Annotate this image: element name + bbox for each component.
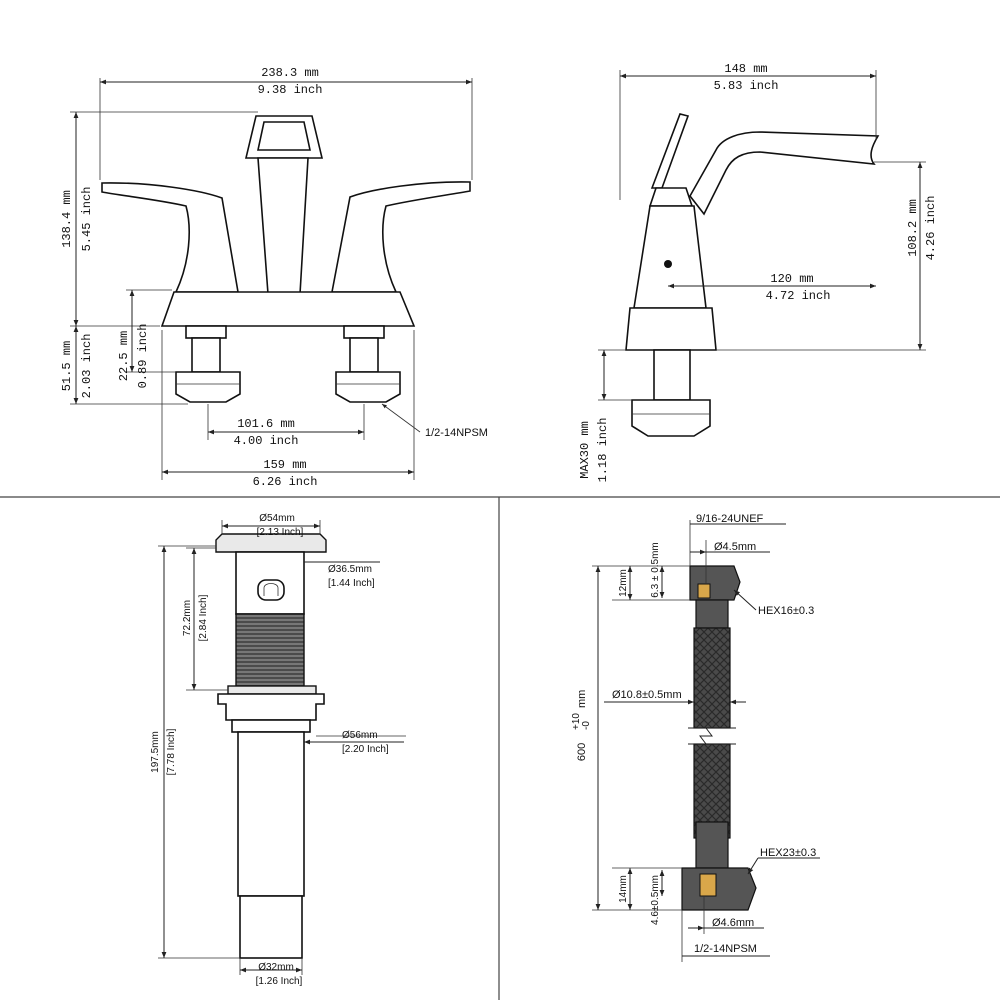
drain-dimensions: Ø54mm [2.13 Inch] Ø36.5mm [1.44 Inch] 72… xyxy=(150,513,406,987)
flange-dia-label: Ø56mm xyxy=(342,730,378,741)
top-thread-label: 9/16-24UNEF xyxy=(696,513,764,525)
side-view-dimensions: 148 mm 5.83 inch 108.2 mm 4.26 inch 120 … xyxy=(578,62,938,482)
max-deck-mm-label: MAX30 mm xyxy=(578,421,592,479)
side-handle-lever xyxy=(650,113,690,189)
left-handle xyxy=(101,182,239,293)
hose-length-label: 600 xyxy=(576,743,588,761)
depth-mm-label: 148 mm xyxy=(724,62,767,76)
right-shank-collar xyxy=(343,325,385,339)
hose-break-symbol xyxy=(699,727,713,745)
supply-hose xyxy=(681,565,757,911)
drain-flange-nut xyxy=(217,693,325,721)
left-shank xyxy=(191,337,221,373)
body-dia-label: Ø36.5mm xyxy=(328,564,372,575)
bottom-hex-nut xyxy=(681,867,757,911)
cap-dia-label: Ø54mm xyxy=(259,513,295,524)
side-shank xyxy=(653,349,691,401)
bottom-ferrule xyxy=(695,821,729,869)
flange-dia-in-label: [2.20 Inch] xyxy=(342,744,389,755)
reach-mm-label: 120 mm xyxy=(770,272,813,286)
spout-height-mm-label: 108.2 mm xyxy=(906,199,920,257)
side-set-screw xyxy=(664,260,672,268)
tail-dia-in-label: [1.26 Inch] xyxy=(256,976,303,987)
side-spout xyxy=(689,131,880,216)
bottom-bore-label: Ø4.6mm xyxy=(712,917,754,929)
right-handle xyxy=(331,181,471,293)
base-in-label: 6.26 inch xyxy=(253,475,318,489)
bottom-thread-label: 1/2-14NPSM xyxy=(694,943,757,955)
shank-in-label: 2.03 inch xyxy=(80,334,94,399)
drain-lock-ring xyxy=(231,719,311,733)
spout-outlet xyxy=(257,121,311,151)
spout-height-in-label: 4.26 inch xyxy=(924,196,938,261)
body-dia-in-label: [1.44 Inch] xyxy=(328,578,375,589)
side-deck-plate xyxy=(625,307,717,351)
center-mm-label: 101.6 mm xyxy=(237,417,295,431)
top-bore-label: Ø4.5mm xyxy=(714,541,756,553)
drain-tail-end xyxy=(239,895,303,959)
top-ferrule xyxy=(695,599,729,629)
front-view-faucet xyxy=(101,115,471,403)
total-length-label: 197.5mm xyxy=(150,731,161,773)
thread-label: 1/2-14NPSM xyxy=(425,427,488,439)
center-in-label: 4.00 inch xyxy=(234,434,299,448)
drain-assembly xyxy=(215,533,327,959)
base-mm-label: 159 mm xyxy=(263,458,306,472)
upper-length-in-label: [2.84 Inch] xyxy=(198,594,209,641)
drain-washer xyxy=(227,685,317,695)
hose-upper-section xyxy=(693,627,731,729)
max-deck-in-label: 1.18 inch xyxy=(596,418,610,483)
right-nut xyxy=(335,371,401,403)
drain-threaded-body xyxy=(235,613,305,687)
hose-dia-label: Ø10.8±0.5mm xyxy=(612,689,682,701)
bottom-hex-label: HEX23±0.3 xyxy=(760,847,816,859)
hose-break-lines xyxy=(688,727,736,745)
cap-dia-in-label: [2.13 Inch] xyxy=(257,527,304,538)
bottom-fitting-insert xyxy=(699,873,717,897)
total-length-in-label: [7.78 Inch] xyxy=(166,728,177,775)
height-in-label: 5.45 inch xyxy=(80,187,94,252)
deck-plate xyxy=(160,291,416,327)
side-body xyxy=(633,205,707,309)
hose-length-label-group: 600 +10 -0 mm xyxy=(571,690,592,762)
tail-dia-label: Ø32mm xyxy=(258,962,294,973)
shank-short-in-label: 0.89 inch xyxy=(136,324,150,389)
shank-short-mm-label: 22.5 mm xyxy=(117,331,131,381)
spout-body xyxy=(257,157,309,295)
width-mm-label: 238.3 mm xyxy=(261,66,319,80)
top-nut-length-label: 12mm xyxy=(618,569,629,597)
drain-overflow-slot xyxy=(257,579,285,601)
hose-dimensions: 9/16-24UNEF Ø4.5mm 12mm 6.3 ± 0.5mm HEX1… xyxy=(571,513,820,962)
front-view-dimensions: 238.3 mm 9.38 inch 138.4 mm 5.45 inch 51… xyxy=(60,66,488,489)
left-shank-collar xyxy=(185,325,227,339)
upper-length-label: 72.2mm xyxy=(182,600,193,636)
reach-in-label: 4.72 inch xyxy=(766,289,831,303)
left-nut xyxy=(175,371,241,403)
height-mm-label: 138.4 mm xyxy=(60,190,74,248)
bottom-depth-label: 4.6±0.5mm xyxy=(650,875,661,925)
drain-tailpiece xyxy=(237,731,305,897)
side-view-faucet xyxy=(625,113,880,437)
top-depth-label: 6.3 ± 0.5mm xyxy=(650,542,661,598)
side-nut xyxy=(631,399,711,437)
hose-length-tol-minus: -0 xyxy=(581,721,592,730)
shank-mm-label: 51.5 mm xyxy=(60,341,74,391)
hose-length-unit: mm xyxy=(576,690,588,708)
right-shank xyxy=(349,337,379,373)
side-handle-hub xyxy=(648,187,694,207)
top-fitting-insert xyxy=(697,583,711,599)
depth-in-label: 5.83 inch xyxy=(714,79,779,93)
bottom-nut-length-label: 14mm xyxy=(618,875,629,903)
hose-length-tol-plus: +10 xyxy=(571,713,582,730)
width-in-label: 9.38 inch xyxy=(258,83,323,97)
top-hex-label: HEX16±0.3 xyxy=(758,605,814,617)
